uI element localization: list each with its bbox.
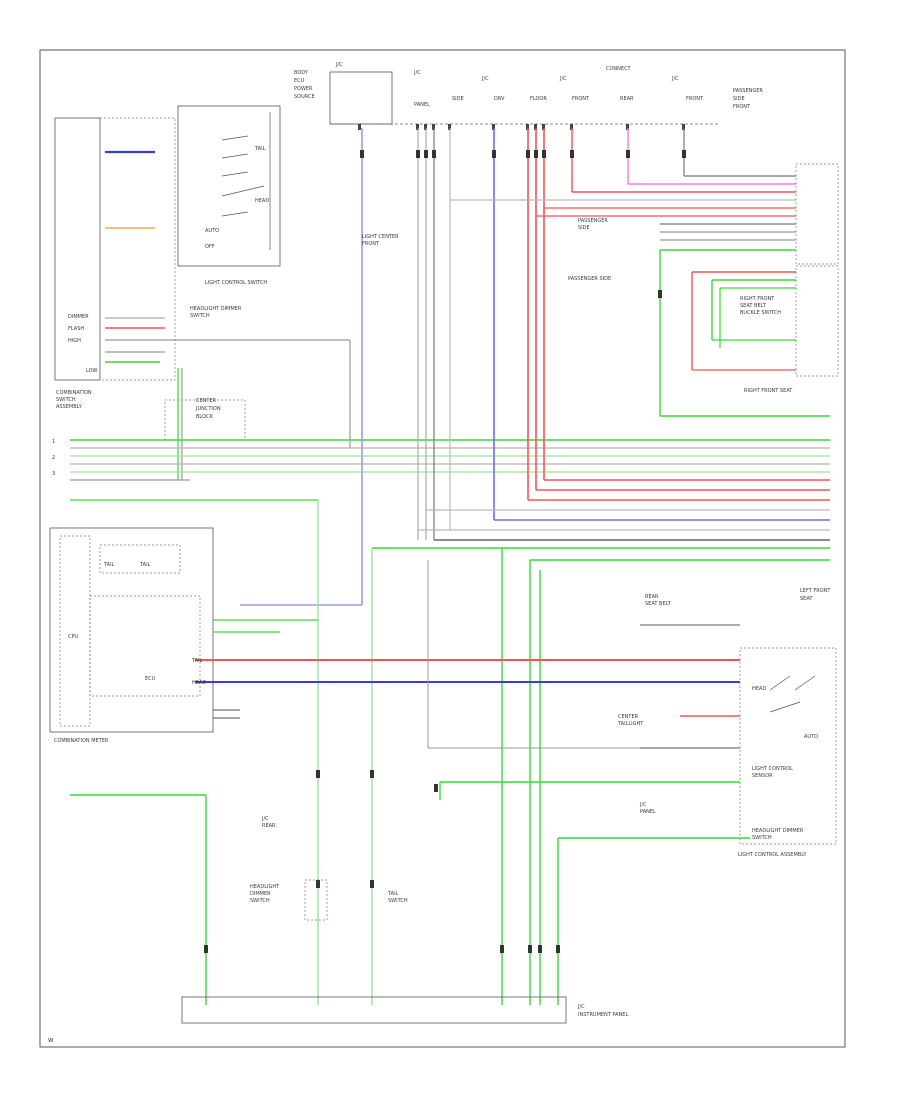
svg-text:FRONT: FRONT xyxy=(686,96,704,102)
svg-text:INSTRUMENT PANEL: INSTRUMENT PANEL xyxy=(578,1012,628,1018)
svg-text:SENSOR: SENSOR xyxy=(752,773,773,779)
svg-text:PASSENGER: PASSENGER xyxy=(733,88,763,94)
svg-text:HEAD: HEAD xyxy=(752,686,766,692)
svg-text:HEADLIGHT DIMMER: HEADLIGHT DIMMER xyxy=(752,828,804,834)
svg-text:LEFT FRONT: LEFT FRONT xyxy=(800,588,831,594)
joint-connector-left: CENTER JUNCTION BLOCK xyxy=(164,368,246,480)
svg-text:FLASH: FLASH xyxy=(68,326,84,332)
svg-text:SWITCH: SWITCH xyxy=(250,898,270,904)
svg-text:LOW: LOW xyxy=(86,368,98,374)
svg-text:LIGHT CONTROL: LIGHT CONTROL xyxy=(752,766,793,772)
svg-text:AUTO: AUTO xyxy=(205,228,219,234)
svg-text:SWITCH: SWITCH xyxy=(388,898,408,904)
svg-text:1: 1 xyxy=(52,439,55,445)
svg-text:2: 2 xyxy=(52,455,55,461)
svg-text:CENTER: CENTER xyxy=(618,714,639,720)
light-control-switch-label: LIGHT CONTROL SWITCH xyxy=(205,280,267,286)
horizontal-bus: 1 2 3 xyxy=(52,439,830,481)
svg-text:OFF: OFF xyxy=(205,244,215,250)
svg-text:SWITCH: SWITCH xyxy=(752,835,772,841)
light-control-assembly-label: LIGHT CONTROL ASSEMBLY xyxy=(738,852,807,858)
svg-text:FRONT: FRONT xyxy=(733,104,751,110)
svg-text:HEADLIGHT: HEADLIGHT xyxy=(250,884,280,890)
svg-text:SEAT: SEAT xyxy=(800,596,813,602)
svg-text:CPU: CPU xyxy=(68,634,79,640)
combination-meter: TAIL TAIL COMBINATION METER CPU ECU TAIL… xyxy=(49,527,740,744)
svg-text:SWITCH: SWITCH xyxy=(190,313,210,319)
svg-text:J/C: J/C xyxy=(481,76,489,82)
svg-text:J/C: J/C xyxy=(413,70,421,76)
svg-text:POWER: POWER xyxy=(294,86,313,92)
svg-text:BODY: BODY xyxy=(294,70,309,76)
svg-text:AUTO: AUTO xyxy=(804,734,818,740)
top-connector-strip: J/C BODY ECU POWER SOURCE J/C PANEL SIDE… xyxy=(294,62,763,130)
svg-text:J/C: J/C xyxy=(639,802,647,808)
svg-text:SEAT BELT: SEAT BELT xyxy=(740,303,767,309)
connector-pins xyxy=(204,150,686,953)
svg-text:J/C: J/C xyxy=(671,76,679,82)
svg-text:JUNCTION: JUNCTION xyxy=(195,406,221,412)
svg-text:TAIL: TAIL xyxy=(387,891,399,897)
svg-text:CONNECT: CONNECT xyxy=(606,66,632,72)
svg-text:J/C: J/C xyxy=(335,62,343,68)
svg-text:DRV: DRV xyxy=(494,96,505,102)
svg-text:RIGHT FRONT: RIGHT FRONT xyxy=(740,296,775,302)
svg-text:DIMMER: DIMMER xyxy=(250,891,271,897)
svg-text:PANEL: PANEL xyxy=(414,102,430,108)
footer-code: W xyxy=(48,1038,54,1044)
svg-text:HIGH: HIGH xyxy=(68,338,81,344)
svg-text:ECU: ECU xyxy=(294,78,305,84)
svg-text:TAIL: TAIL xyxy=(254,146,266,152)
svg-text:J/C: J/C xyxy=(577,1004,585,1010)
svg-text:SWITCH: SWITCH xyxy=(56,397,76,403)
svg-text:PASSENGER: PASSENGER xyxy=(578,218,608,224)
svg-text:HEAD: HEAD xyxy=(192,680,206,686)
svg-text:LIGHT CENTER: LIGHT CENTER xyxy=(362,234,399,240)
combination-meter-label: COMBINATION METER xyxy=(54,738,109,744)
svg-text:BUCKLE SWITCH: BUCKLE SWITCH xyxy=(740,310,781,316)
svg-text:SIDE: SIDE xyxy=(733,96,745,102)
bottom-components: HEADLIGHT DIMMER SWITCH TAIL SWITCH J/C … xyxy=(181,816,628,1024)
svg-text:FRONT: FRONT xyxy=(572,96,590,102)
vertical-wire-trunk xyxy=(240,128,830,606)
svg-text:REAR: REAR xyxy=(262,823,276,829)
svg-text:J/C: J/C xyxy=(261,816,269,822)
svg-text:J/C: J/C xyxy=(559,76,567,82)
svg-text:TAIL: TAIL xyxy=(103,562,115,568)
svg-text:FRONT: FRONT xyxy=(362,241,380,247)
light-control-assembly: LIGHT CONTROL ASSEMBLY HEAD AUTO LIGHT C… xyxy=(427,560,837,858)
svg-text:FLOOR: FLOOR xyxy=(530,96,547,102)
passenger-side-label: PASSENGER SIDE xyxy=(568,276,611,282)
svg-text:CENTER: CENTER xyxy=(196,398,217,404)
svg-text:REAR: REAR xyxy=(645,594,659,600)
right-front-seat-label: RIGHT FRONT SEAT xyxy=(744,388,793,394)
svg-text:SIDE: SIDE xyxy=(578,225,590,231)
bottom-green-trunk xyxy=(70,499,830,1005)
svg-text:HEAD: HEAD xyxy=(255,198,269,204)
left-switch-block: COMBINATION SWITCH ASSEMBLY LIGHT CONTRO… xyxy=(54,105,350,410)
svg-text:TAILLIGHT: TAILLIGHT xyxy=(617,721,644,727)
svg-text:SEAT BELT: SEAT BELT xyxy=(645,601,672,607)
svg-text:PANEL: PANEL xyxy=(640,809,656,815)
svg-text:TAIL: TAIL xyxy=(139,562,151,568)
svg-text:ASSEMBLY: ASSEMBLY xyxy=(56,404,83,410)
svg-text:COMBINATION: COMBINATION xyxy=(56,390,92,396)
svg-text:TAIL: TAIL xyxy=(191,658,203,664)
svg-text:HEADLIGHT DIMMER: HEADLIGHT DIMMER xyxy=(190,306,242,312)
svg-text:BLOCK: BLOCK xyxy=(196,414,213,420)
svg-text:DIMMER: DIMMER xyxy=(68,314,89,320)
svg-text:SIDE: SIDE xyxy=(452,96,464,102)
diagram-frame xyxy=(39,49,846,1048)
svg-text:3: 3 xyxy=(52,471,55,477)
svg-text:ECU: ECU xyxy=(145,676,156,682)
right-top-connector: RIGHT FRONT SEAT BELT BUCKLE SWITCH RIGH… xyxy=(362,163,839,394)
svg-text:SOURCE: SOURCE xyxy=(294,94,315,100)
svg-text:REAR: REAR xyxy=(620,96,634,102)
